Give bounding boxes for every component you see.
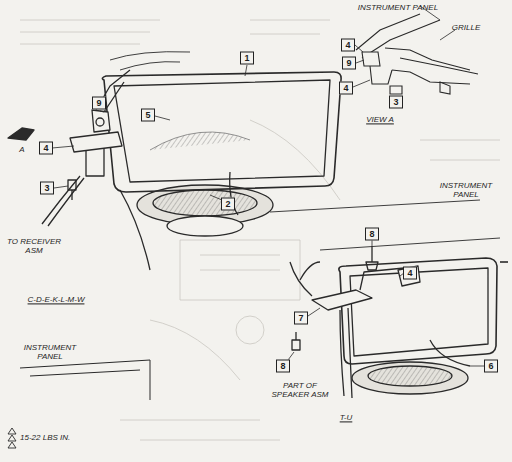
callout-number: 4 (39, 142, 53, 155)
drawing-stroke (353, 45, 396, 92)
drawing-stroke (153, 190, 257, 216)
drawing-stroke (20, 360, 150, 400)
drawing-stroke (180, 240, 300, 300)
drawing-stroke (362, 52, 380, 66)
drawing-stroke (339, 258, 497, 364)
callout-number: 7 (294, 312, 308, 325)
drawing-stroke (356, 14, 478, 74)
part-name: INSTRUMENT PANEL (436, 181, 496, 199)
drawing-stroke (292, 332, 300, 350)
callout-number: 9 (342, 57, 356, 70)
drawing-stroke (250, 120, 500, 200)
callout-number: 2 (221, 198, 235, 211)
model-code: T-U (340, 413, 353, 422)
drawing-stroke (390, 86, 402, 94)
drawing-stroke (440, 82, 450, 94)
drawing-stroke (398, 266, 420, 286)
torque-note: 15-22 LBS IN. (20, 433, 70, 442)
part-name: INSTRUMENT PANEL (20, 343, 80, 361)
callout-number: 9 (92, 97, 106, 110)
drawing-stroke (312, 290, 372, 310)
callout-number: 8 (276, 360, 290, 373)
instrument-panel-edge (20, 360, 150, 400)
drawing-stroke (366, 246, 378, 270)
callout-number: 8 (365, 228, 379, 241)
view-letter: A (19, 145, 24, 154)
drawing-stroke (150, 132, 250, 150)
drawing-stroke (8, 128, 34, 140)
callout-number: 6 (484, 360, 498, 373)
callout-number: 4 (339, 82, 353, 95)
drawing-stroke (114, 80, 330, 182)
callout-number: 3 (389, 96, 403, 109)
drawing-stroke (500, 261, 508, 263)
view-label: VIEW A (366, 115, 394, 124)
drawing-stroke (8, 428, 16, 448)
callout-number: 4 (341, 39, 355, 52)
callout-number: 3 (40, 182, 54, 195)
drawing-stroke (288, 240, 484, 366)
ghost-lines (20, 20, 500, 440)
lower-speaker (270, 200, 508, 398)
part-name: INSTRUMENT PANEL (358, 3, 438, 12)
drawing-stroke (290, 262, 320, 296)
drawing-stroke (102, 72, 341, 192)
drawing-stroke (352, 362, 468, 394)
drawing-stroke (370, 66, 392, 84)
drawing-stroke (340, 308, 470, 398)
callout-number: 4 (403, 267, 417, 280)
model-code: C-D-E-K-L-M-W (28, 295, 85, 304)
drawing-stroke (368, 366, 452, 386)
drawing-stroke (392, 70, 470, 84)
drawing-stroke (52, 65, 247, 200)
drawing-stroke (92, 110, 110, 132)
drawing-stroke (86, 148, 104, 176)
drawing-stroke (100, 111, 104, 112)
callout-number: 5 (141, 109, 155, 122)
callout-number: 1 (240, 52, 254, 65)
drawing-stroke (96, 118, 104, 126)
torque-symbol (8, 428, 16, 448)
drawing-stroke (42, 176, 150, 270)
view-a-detail (353, 6, 478, 94)
drawing-stroke (236, 316, 264, 344)
drawing-stroke (70, 132, 122, 152)
drawing-stroke (20, 20, 330, 44)
part-name: GRILLE (452, 23, 480, 32)
wire-note: TO RECEIVER ASM (3, 237, 65, 255)
drawing-stroke (167, 216, 243, 236)
part-name: PART OF SPEAKER ASM (269, 381, 331, 399)
drawing-stroke (120, 320, 280, 440)
drawing-stroke (270, 200, 500, 250)
drawing-stroke (110, 52, 190, 70)
